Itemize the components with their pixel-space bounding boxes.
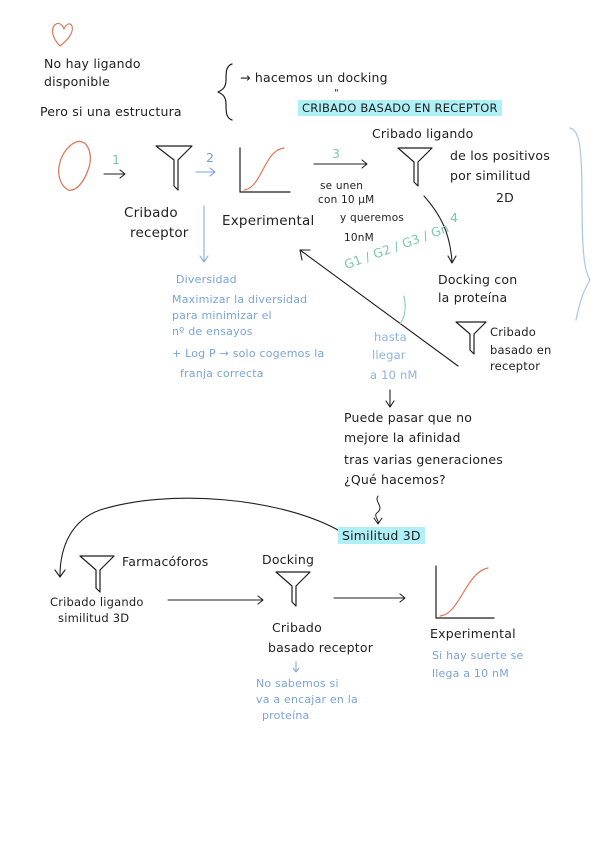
question-line-1: Puede pasar que no — [344, 410, 473, 425]
note-positives-3: 2D — [496, 190, 514, 205]
label-docking: Docking — [262, 552, 315, 567]
arrow-icon — [373, 495, 383, 525]
ditto-mark: " — [334, 88, 339, 99]
note-positives-2: por similitud — [450, 168, 531, 183]
step-3: 3 — [332, 146, 341, 161]
arrow-icon — [103, 169, 126, 179]
note-lucky-2: llega a 10 nM — [432, 667, 509, 680]
heart-icon — [51, 22, 73, 47]
arrow-icon — [199, 205, 209, 263]
label-pharmacophores: Farmacóforos — [122, 554, 209, 569]
label-ligand-3d-1: Cribado ligando — [50, 595, 144, 609]
note-dont-know-2: va a encajar en la — [256, 693, 358, 706]
note-we-do-docking: → hacemos un docking — [240, 70, 388, 85]
label-receptor-small-1: Cribado — [490, 325, 537, 339]
diversity-line-1: Maximizar la diversidad — [172, 293, 308, 306]
arrow-icon — [54, 497, 339, 578]
arrow-icon — [292, 661, 300, 673]
label-screening: Cribado — [124, 205, 178, 221]
funnel-icon — [455, 321, 487, 355]
label-experimental: Experimental — [222, 213, 315, 229]
arrow-icon — [385, 389, 395, 408]
funnel-icon — [155, 145, 193, 191]
step-4: 4 — [450, 210, 459, 225]
label-receptor-2-2: basado receptor — [268, 640, 374, 655]
heart-icon — [58, 140, 91, 191]
label-receptor-small-2: basado en — [490, 343, 552, 357]
note-lucky-1: Si hay suerte se — [432, 649, 524, 662]
arrow-icon — [195, 167, 216, 177]
diversity-line-4: + Log P → solo cogemos la — [172, 347, 325, 360]
question-line-2: mejore la afinidad — [344, 430, 461, 445]
sigmoid-curve-icon — [239, 147, 291, 193]
note-available: disponible — [44, 74, 110, 89]
label-receptor: receptor — [130, 225, 189, 241]
note-until-1: hasta — [374, 330, 407, 344]
note-but-structure: Pero si una estructura — [40, 104, 182, 119]
note-until-2: llegar — [372, 348, 406, 362]
arrow-icon — [333, 593, 406, 603]
label-ligand-screening: Cribado ligando — [372, 126, 474, 141]
question-line-4: ¿Qué hacemos? — [344, 472, 446, 487]
diversity-line-3: nº de ensayos — [172, 325, 253, 338]
heading-receptor-screening: CRIBADO BASADO EN RECEPTOR — [298, 100, 502, 116]
note-want-2: 10nM — [344, 232, 374, 244]
arrow-icon — [399, 295, 406, 325]
label-receptor-small-3: receptor — [490, 359, 541, 373]
question-line-3: tras varias generaciones — [344, 452, 503, 467]
label-docking-with-2: la proteína — [438, 290, 508, 305]
heading-similarity-3d: Similitud 3D — [338, 527, 425, 544]
step-2: 2 — [206, 150, 215, 165]
arrow-icon — [167, 595, 264, 605]
sigmoid-curve-icon — [435, 565, 495, 619]
funnel-icon — [275, 571, 311, 607]
diversity-title: Diversidad — [176, 273, 237, 286]
bracket-icon — [569, 127, 591, 321]
label-ligand-3d-2: similitud 3D — [58, 611, 130, 625]
bracket-icon — [217, 63, 233, 121]
note-bind-2: con 10 µM — [318, 194, 375, 206]
label-experimental-2: Experimental — [430, 626, 516, 641]
arrow-icon — [423, 195, 457, 264]
step-1: 1 — [112, 152, 121, 167]
label-docking-with-1: Docking con — [438, 272, 518, 287]
note-bind-1: se unen — [320, 180, 364, 192]
note-no-ligand: No hay ligando — [44, 56, 141, 71]
funnel-icon — [79, 555, 115, 593]
note-want-1: y queremos — [340, 212, 405, 224]
diversity-line-2: para minimizar el — [172, 309, 272, 322]
note-dont-know-3: proteína — [262, 709, 310, 722]
funnel-icon — [397, 147, 433, 187]
diversity-line-5: franja correcta — [180, 367, 264, 380]
note-until-3: a 10 nM — [370, 368, 418, 382]
note-positives-1: de los positivos — [450, 148, 550, 163]
arrow-icon — [299, 249, 459, 367]
arrow-icon — [313, 159, 368, 169]
note-dont-know-1: No sabemos si — [256, 677, 339, 690]
label-receptor-2-1: Cribado — [272, 620, 322, 635]
